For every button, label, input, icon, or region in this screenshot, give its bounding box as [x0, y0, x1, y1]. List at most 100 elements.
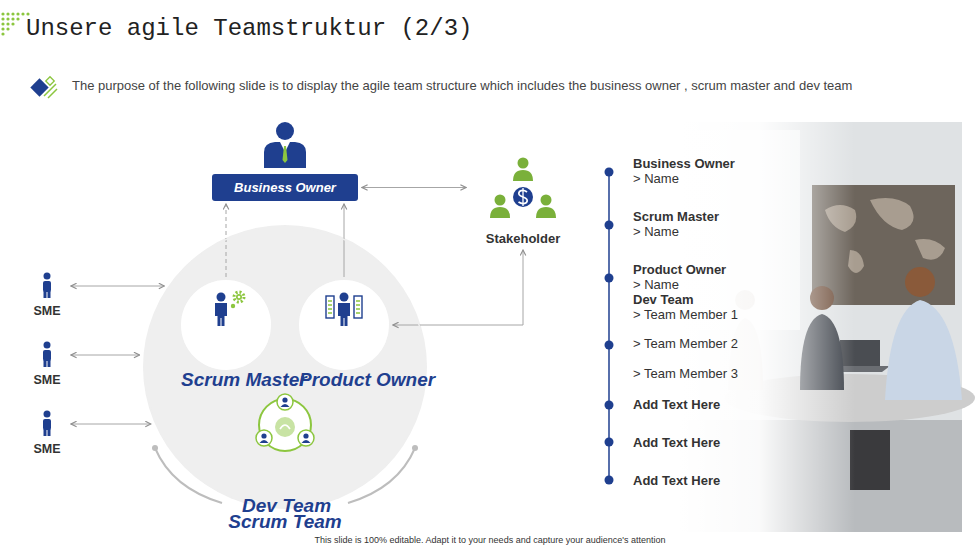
role-outline: [181, 280, 271, 370]
title-dots: [16, 12, 19, 15]
timeline: [605, 221, 614, 230]
connector: [71, 286, 164, 287]
business-owner-icon: [264, 142, 306, 168]
business-owner-icon: [283, 146, 288, 163]
stakeholder-icon: [490, 207, 510, 218]
stakeholder-group: Stakeholder: [470, 152, 576, 246]
node-label: Dev Team: [242, 495, 328, 517]
sme-icons: [44, 411, 51, 418]
timeline: [605, 476, 614, 485]
role-circle: Product Owner: [299, 280, 389, 370]
timeline: [605, 168, 614, 177]
role-outline: [299, 280, 389, 370]
scrum-team-ground: [181, 280, 271, 370]
dev-team-icon: [282, 397, 287, 402]
dev-team-icon: [277, 394, 293, 410]
stakeholder-icon: [513, 170, 533, 181]
scrum-master-icon: [234, 292, 244, 302]
timeline: [605, 274, 614, 283]
team-outline: [143, 225, 427, 509]
scrum-master-icon: [217, 293, 226, 302]
dev-team-icon: [275, 417, 295, 437]
list-item: > Name: [633, 171, 783, 186]
title-dots: [1, 27, 4, 30]
list-heading: Scrum Master: [633, 209, 783, 224]
stakeholder-icon: [518, 158, 529, 169]
product-owner-icon: [356, 301, 360, 313]
sme-icons: [44, 360, 47, 367]
scrum-master-icon: [236, 294, 242, 300]
meeting-photo: [680, 122, 962, 532]
node-label: Business Owner: [234, 180, 336, 195]
timeline: [605, 168, 614, 485]
timeline: [605, 401, 614, 410]
sme-icons: [43, 419, 51, 430]
product-owner-icon: [326, 296, 334, 318]
product-owner-icon: [338, 303, 350, 326]
list-heading: Add Text Here: [633, 435, 783, 450]
title-dots: [6, 17, 9, 20]
list-heading: Add Text Here: [633, 473, 783, 488]
dev-team-icon: [298, 430, 314, 446]
dev-team-icon: [303, 433, 308, 438]
title-dots: [6, 22, 9, 25]
node-label: Product Owner: [299, 372, 389, 387]
dev-team-icon: [281, 404, 290, 407]
sme-icons: [48, 360, 51, 367]
subtitle-icon: [46, 77, 54, 85]
sme-icons: [44, 342, 51, 349]
scrum-team-ground: [348, 448, 415, 503]
list-heading: Business Owner: [633, 156, 783, 171]
role-outline: [299, 280, 388, 369]
product-owner-icon: [340, 293, 349, 302]
connector: [362, 187, 466, 188]
timeline: [605, 438, 614, 447]
list-item: > Team Member 2: [633, 336, 783, 351]
list-heading: Product Owner: [633, 262, 783, 277]
stakeholder-icon: [490, 158, 556, 219]
dev-team-icon: [256, 430, 272, 446]
stakeholder-icon: [513, 187, 533, 207]
team-outline: [144, 226, 425, 507]
scrum-master-icon: [238, 296, 241, 299]
timeline: [605, 341, 614, 350]
subtitle-text: The purpose of the following slide is to…: [72, 78, 962, 93]
scrum-team-ground: [143, 225, 427, 509]
product-owner-icon: [326, 293, 362, 327]
title-dots: [11, 22, 14, 25]
sme-icons: [48, 291, 51, 298]
connector: [344, 204, 345, 277]
scrum-team-ground: [299, 280, 389, 370]
scrum-team-ground: [412, 445, 418, 451]
sme-icons: [43, 273, 51, 437]
title-dots: [16, 17, 19, 20]
dev-team-icon: [260, 440, 269, 443]
dev-team-group: Dev Team: [242, 393, 328, 493]
list-heading: Dev Team: [633, 292, 783, 307]
subtitle-icon: [44, 84, 57, 98]
connector: [226, 204, 227, 277]
business-owner-icon: [264, 122, 306, 168]
scrum-master-icon: [215, 292, 244, 326]
meeting-photo: [680, 122, 975, 532]
scrum-team-ground: [155, 448, 222, 503]
sme-icons: [48, 429, 51, 436]
role-circle: Scrum Master: [181, 280, 271, 370]
node-label: SME: [33, 304, 60, 318]
list-item: > Team Member 1: [633, 307, 783, 322]
stakeholder-icon: [495, 195, 506, 206]
subtitle-icon: [30, 77, 57, 98]
title-dots: [1, 12, 4, 15]
business-owner-icon: [276, 122, 294, 140]
connector: [71, 355, 140, 356]
node-label: SME: [33, 442, 60, 456]
scrum-master-icon: [231, 304, 235, 308]
sme-icons: [44, 429, 47, 436]
title-dots: [1, 17, 4, 20]
dev-team-icon: [256, 394, 314, 451]
product-owner-icon: [328, 301, 332, 313]
meeting-photo: [680, 122, 962, 532]
dev-team-icon: [261, 433, 266, 438]
title-dots: [1, 32, 4, 35]
